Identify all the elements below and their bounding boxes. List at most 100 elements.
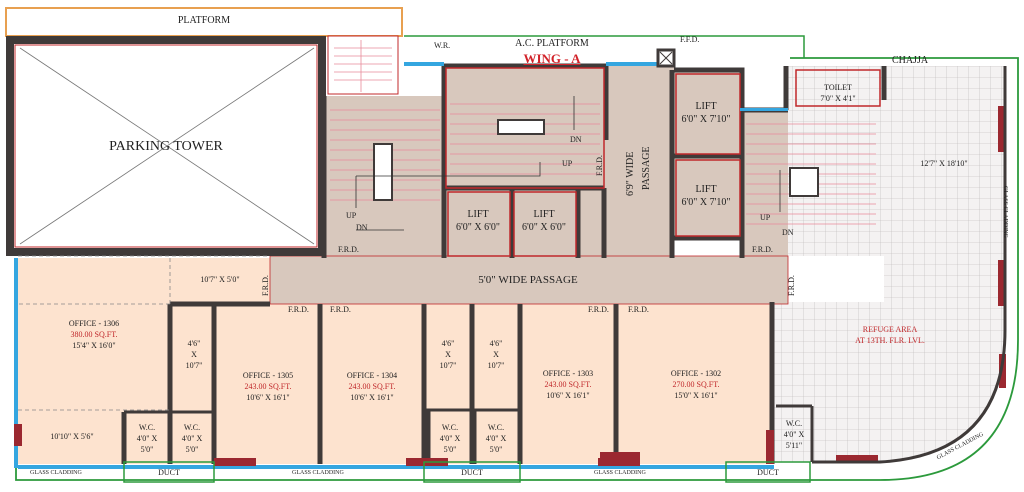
parking-tower-inner xyxy=(14,44,318,248)
wc-1-size-b: 5'0" xyxy=(140,445,154,454)
frd-wing: F.R.D. xyxy=(595,155,604,176)
top-stair xyxy=(327,35,399,95)
store-2-w: 4'6" xyxy=(441,339,455,348)
core-red-outlines xyxy=(445,67,881,257)
wc-3-label: W.C. xyxy=(441,423,459,432)
wc-2-size-a: 4'0" X xyxy=(181,434,203,443)
parking-diagonal-2 xyxy=(19,47,315,245)
parking-tower-label: PARKING TOWER xyxy=(109,139,223,154)
parking-top-bar-2 xyxy=(120,38,156,44)
glass-cladding-3: GLASS CLADDING xyxy=(594,470,646,476)
refuge-label-2: AT 13TH. FLR. LVL. xyxy=(855,336,925,345)
store-1-w: 4'6" xyxy=(187,339,201,348)
right-stair-up: UP xyxy=(760,213,771,222)
store-1-h: 10'7" xyxy=(185,361,203,370)
top-stair-steps xyxy=(334,40,392,92)
core-fill-passage xyxy=(604,66,674,258)
wc-4-size-b: 5'0" xyxy=(489,445,503,454)
refuge-outer-wall xyxy=(812,66,1007,464)
wc-4-label: W.C. xyxy=(487,423,505,432)
frd-1304: F.R.D. xyxy=(330,305,351,314)
lift-c-label: LIFT xyxy=(467,209,489,220)
ac-platform-label: A.C. PLATFORM xyxy=(515,38,589,49)
toilet-size: 7'0" X 4'1" xyxy=(820,94,856,103)
stair-arrows xyxy=(355,96,781,231)
office-1302-size: 15'0" X 16'1" xyxy=(674,391,718,400)
chajja-label: CHAJJA xyxy=(891,55,929,66)
main-passage-label: 5'0" WIDE PASSAGE xyxy=(478,274,578,286)
frd-lobby: F.R.D. xyxy=(261,275,270,296)
refuge-label-1: REFUGE AREA xyxy=(862,325,918,334)
outer-boundary xyxy=(15,57,1019,481)
wing-title: WING - A xyxy=(523,51,581,66)
office-1305-size: 10'6" X 16'1" xyxy=(246,393,290,402)
wc-5-size-b: 5'11" xyxy=(785,441,803,450)
platform-label: PLATFORM xyxy=(177,15,231,26)
ac-platform-boundary xyxy=(404,35,805,58)
wing-stair-up: UP xyxy=(562,159,573,168)
store-2-h: 10'7" xyxy=(439,361,457,370)
store-3-x: X xyxy=(493,350,499,359)
office-1304-name: OFFICE - 1304 xyxy=(346,371,398,380)
glass-cladding-1: GLASS CLADDING xyxy=(30,470,82,476)
office-1306-size: 15'4" X 16'0" xyxy=(72,341,116,350)
wc-1-size-a: 4'0" X xyxy=(136,434,158,443)
parking-top-bar-1 xyxy=(44,38,80,44)
passage-vertical-1: 6'9" WIDE xyxy=(625,151,636,196)
office-1303-size: 10'6" X 16'1" xyxy=(546,391,590,400)
wc-5-size-a: 4'0" X xyxy=(783,430,805,439)
lift-b-label: LIFT xyxy=(695,184,717,195)
refuge-area-tiles xyxy=(772,302,1005,462)
wc-walls xyxy=(124,404,814,462)
frd-right-stair: F.R.D. xyxy=(752,245,773,254)
wing-stair-dn: DN xyxy=(570,135,582,144)
lobby-size: 10'7" X 5'0" xyxy=(200,275,240,284)
duct-1: DUCT xyxy=(158,468,180,477)
lift-fill-b xyxy=(674,158,740,238)
parking-top-bar-3 xyxy=(196,38,232,44)
right-stair-well xyxy=(789,167,819,197)
lift-d-label: LIFT xyxy=(533,209,555,220)
lift-d-size: 6'0" X 6'0" xyxy=(522,222,566,233)
lift-c-size: 6'0" X 6'0" xyxy=(456,222,500,233)
wc-1-label: W.C. xyxy=(138,423,156,432)
store-3-h: 10'7" xyxy=(487,361,505,370)
wc-4-size-a: 4'0" X xyxy=(485,434,507,443)
glass-cladding-4: GLASS CLADDING xyxy=(1002,186,1008,238)
toilet-label: TOILET xyxy=(824,83,852,92)
lift-fill-a xyxy=(674,72,740,156)
passage-vertical-2: PASSAGE xyxy=(641,146,652,190)
left-stair-up: UP xyxy=(346,211,357,220)
store-1-x: X xyxy=(191,350,197,359)
wc-5-label: W.C. xyxy=(785,419,803,428)
office-1305-name: OFFICE - 1305 xyxy=(242,371,294,380)
store-3-w: 4'6" xyxy=(489,339,503,348)
glass-strips xyxy=(14,62,788,469)
small-room-size: 10'10" X 5'6" xyxy=(50,432,94,441)
office-1304-size: 10'6" X 16'1" xyxy=(350,393,394,402)
wc-2-label: W.C. xyxy=(183,423,201,432)
frd-1302: F.R.D. xyxy=(628,305,649,314)
lift-a-size: 6'0" X 7'10" xyxy=(681,114,731,125)
store-2-x: X xyxy=(445,350,451,359)
dashed-lines xyxy=(18,255,270,411)
left-stair-well xyxy=(373,143,393,201)
wc-2-size-b: 5'0" xyxy=(185,445,199,454)
wc-3-size-b: 5'0" xyxy=(443,445,457,454)
right-stair-dn: DN xyxy=(782,228,794,237)
frd-1305: F.R.D. xyxy=(288,305,309,314)
right-room-size: 12'7" X 18'10" xyxy=(920,159,968,168)
glass-cladding-2: GLASS CLADDING xyxy=(292,470,344,476)
ffd-label: F.F.D. xyxy=(680,35,700,44)
ffd-box-diagonal-2 xyxy=(659,51,673,65)
wing-stair-well xyxy=(497,119,545,135)
ducts xyxy=(123,461,811,483)
office-1306-area: 380.00 SQ.FT. xyxy=(70,330,118,339)
lift-b-size: 6'0" X 7'10" xyxy=(681,197,731,208)
parking-tower-wall xyxy=(6,36,326,256)
frd-left-stair: F.R.D. xyxy=(338,245,359,254)
wc-3-size-a: 4'0" X xyxy=(439,434,461,443)
office-1304-area: 243.00 SQ.FT. xyxy=(348,382,396,391)
